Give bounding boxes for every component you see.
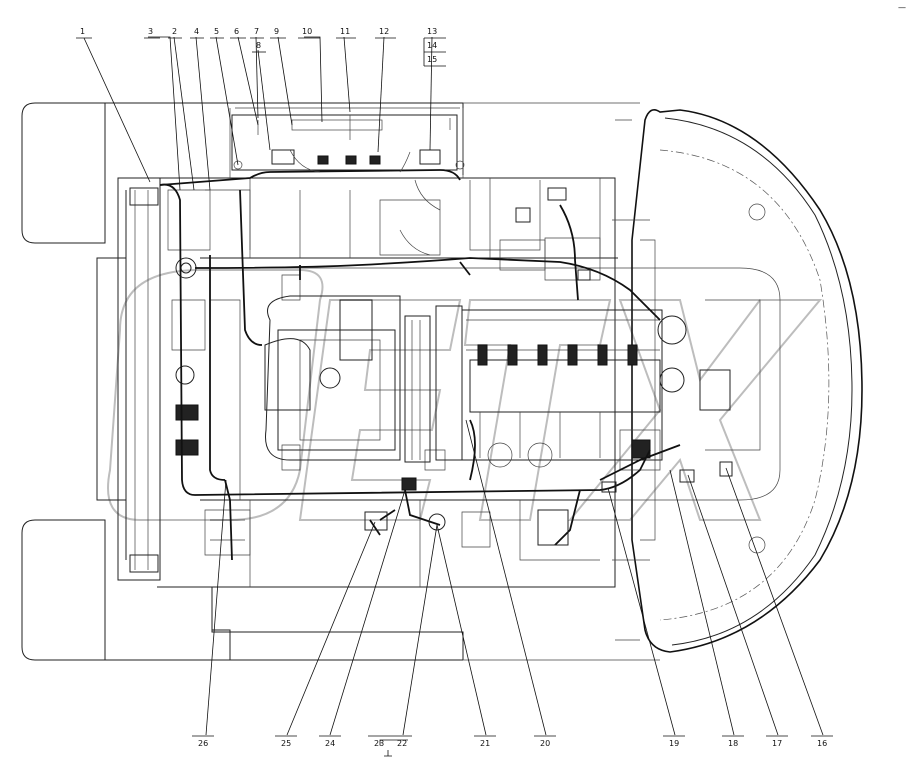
callout-17: 17 bbox=[772, 739, 782, 748]
callout-14: 14 bbox=[427, 41, 437, 50]
callout-4: 4 bbox=[194, 27, 199, 36]
inner-frame bbox=[200, 178, 781, 587]
callout-25: 25 bbox=[281, 739, 291, 748]
watermark bbox=[107, 269, 823, 521]
callout-2: 2 bbox=[172, 27, 177, 36]
callout-26: 26 bbox=[198, 739, 208, 748]
top-callouts: 1 3 2 4 5 6 7 8 9 10 11 12 13 14 15 bbox=[76, 27, 446, 67]
corner-mark: — bbox=[898, 3, 906, 12]
callout-18: 18 bbox=[728, 739, 738, 748]
callout-23: 23 bbox=[374, 739, 384, 748]
callout-20: 20 bbox=[540, 739, 550, 748]
callout-3: 3 bbox=[148, 27, 153, 36]
bottom-callouts: 26 25 24 23 22 21 20 19 18 17 16 bbox=[192, 735, 833, 757]
callout-12: 12 bbox=[379, 27, 389, 36]
engine bbox=[264, 295, 761, 471]
callout-13: 13 bbox=[427, 27, 437, 36]
callout-8: 8 bbox=[256, 41, 261, 50]
callout-19: 19 bbox=[669, 739, 679, 748]
callout-5: 5 bbox=[214, 27, 219, 36]
left-chassis bbox=[21, 102, 616, 661]
callout-16: 16 bbox=[817, 739, 827, 748]
callout-21: 21 bbox=[480, 739, 490, 748]
injectors bbox=[477, 344, 638, 366]
callout-9: 9 bbox=[274, 27, 279, 36]
callout-15: 15 bbox=[427, 55, 437, 64]
callout-24: 24 bbox=[325, 739, 335, 748]
counterweight bbox=[463, 102, 863, 661]
callout-7: 7 bbox=[254, 27, 259, 36]
leader-lines-bottom bbox=[205, 419, 824, 745]
callout-6: 6 bbox=[234, 27, 239, 36]
leader-lines-top bbox=[83, 36, 433, 191]
relay-panel bbox=[231, 114, 465, 171]
callout-11: 11 bbox=[340, 27, 350, 36]
callout-22: 22 bbox=[397, 739, 407, 748]
callout-1: 1 bbox=[80, 27, 85, 36]
callout-10: 10 bbox=[302, 27, 312, 36]
wiring-harness bbox=[159, 149, 681, 561]
